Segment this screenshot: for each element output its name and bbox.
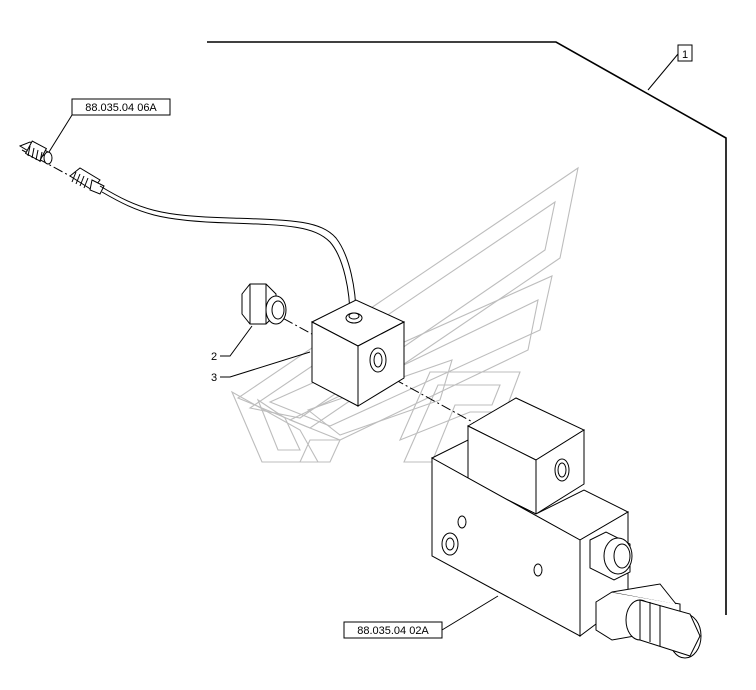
connector-plug xyxy=(18,140,53,165)
sensor-cable xyxy=(99,185,357,319)
item-callout-3-text: 3 xyxy=(211,372,217,384)
item-callout-3: 3 xyxy=(211,351,311,384)
valve-manifold xyxy=(430,397,702,659)
cable-connector xyxy=(69,167,105,195)
hex-plug xyxy=(241,283,287,325)
group-callout-1: 1 xyxy=(677,44,693,62)
reference-callout-top[interactable]: 88.035.04 06A xyxy=(43,98,171,161)
group-bracket xyxy=(207,41,727,615)
reference-callout-top-text: 88.035.04 06A xyxy=(85,102,157,114)
item-callout-2-text: 2 xyxy=(211,351,217,363)
pressure-switch-block xyxy=(310,299,406,407)
reference-callout-bottom-text: 88.035.04 02A xyxy=(357,625,429,637)
group-callout-1-text: 1 xyxy=(682,49,688,61)
item-callout-2: 2 xyxy=(211,325,253,363)
watermark-logo xyxy=(230,166,579,463)
reference-callout-bottom[interactable]: 88.035.04 02A xyxy=(343,595,499,639)
